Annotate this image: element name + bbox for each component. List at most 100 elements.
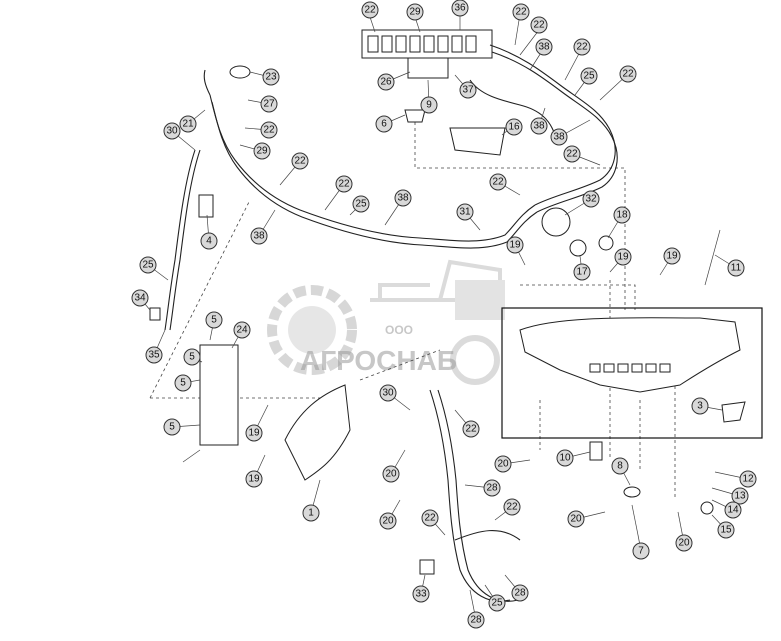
callout-bubble: [163, 122, 181, 140]
callout-label: 38: [538, 42, 550, 53]
callout-9: 9: [420, 96, 438, 114]
callout-label: 18: [616, 210, 628, 221]
callout-label: 25: [355, 199, 367, 210]
callout-20: 20: [675, 534, 693, 552]
callout-label: 3: [697, 401, 703, 412]
callout-22: 22: [573, 38, 591, 56]
callout-bubble: [511, 584, 529, 602]
callout-label: 28: [514, 588, 526, 599]
callout-12: 12: [739, 470, 757, 488]
callout-label: 30: [382, 388, 394, 399]
callout-bubble: [253, 142, 271, 160]
callout-22: 22: [260, 121, 278, 139]
callout-bubble: [163, 418, 181, 436]
wiring-harness: [164, 44, 618, 602]
callout-label: 28: [470, 615, 482, 626]
callout-label: 21: [182, 119, 194, 130]
callout-36: 36: [451, 0, 469, 17]
callout-bubble: [467, 611, 485, 629]
callout-28: 28: [467, 611, 485, 629]
callout-19: 19: [614, 248, 632, 266]
callout-label: 20: [385, 469, 397, 480]
callout-bubble: [632, 542, 650, 560]
callout-label: 12: [742, 474, 754, 485]
callout-bubble: [727, 259, 745, 277]
callout-label: 22: [364, 5, 376, 16]
callout-bubble: [691, 397, 709, 415]
callout-20: 20: [567, 510, 585, 528]
connector-32: [541, 207, 571, 237]
callout-38: 38: [394, 189, 412, 207]
callout-25: 25: [139, 256, 157, 274]
callout-bubble: [611, 457, 629, 475]
callout-bubble: [503, 498, 521, 516]
callout-label: 27: [263, 99, 275, 110]
callout-11: 11: [727, 259, 745, 277]
callout-bubble: [233, 321, 251, 339]
callout-19: 19: [506, 236, 524, 254]
callout-5: 5: [183, 348, 201, 366]
callout-bubble: [420, 96, 438, 114]
callout-20: 20: [379, 512, 397, 530]
callout-label: 36: [454, 3, 466, 14]
callout-label: 22: [576, 42, 588, 53]
callout-bubble: [530, 16, 548, 34]
control-panel-housing: [519, 317, 741, 393]
relay-bar: [361, 29, 493, 79]
callout-label: 15: [720, 525, 732, 536]
callout-label: 22: [533, 20, 545, 31]
callout-label: 25: [142, 260, 154, 271]
callout-bubble: [205, 311, 223, 329]
callout-bubble: [394, 189, 412, 207]
callout-bubble: [262, 68, 280, 86]
callout-14: 14: [724, 501, 742, 519]
callout-bubble: [563, 145, 581, 163]
callout-bubble: [573, 38, 591, 56]
callout-bubble: [375, 115, 393, 133]
callout-label: 7: [638, 546, 644, 557]
callout-label: 23: [265, 72, 277, 83]
callout-label: 5: [211, 315, 217, 326]
callout-22: 22: [619, 65, 637, 83]
callout-label: 5: [169, 422, 175, 433]
connector-34: [149, 307, 161, 321]
callout-4: 4: [200, 232, 218, 250]
callout-25: 25: [488, 594, 506, 612]
antenna-11: [704, 229, 721, 286]
callout-bubble: [361, 1, 379, 19]
callout-bubble: [451, 0, 469, 17]
callout-label: 22: [492, 177, 504, 188]
fuse-box-24: [199, 344, 239, 446]
callout-bubble: [131, 289, 149, 307]
callout-37: 37: [459, 81, 477, 99]
callout-bubble: [505, 118, 523, 136]
sensor-6: [404, 109, 426, 123]
watermark-brand-text: АГРОСНАБ: [300, 345, 457, 376]
callout-22: 22: [512, 3, 530, 21]
callout-label: 22: [515, 7, 527, 18]
callout-28: 28: [483, 479, 501, 497]
callout-bubble: [145, 346, 163, 364]
callout-22: 22: [489, 173, 507, 191]
callout-18: 18: [613, 206, 631, 224]
cover-1: [284, 384, 351, 481]
callout-10: 10: [556, 449, 574, 467]
callout-27: 27: [260, 95, 278, 113]
callout-20: 20: [494, 455, 512, 473]
callout-22: 22: [361, 1, 379, 19]
callout-bubble: [260, 95, 278, 113]
callout-label: 20: [570, 514, 582, 525]
callout-bubble: [302, 504, 320, 522]
callout-bubble: [580, 67, 598, 85]
callout-bubble: [724, 501, 742, 519]
callout-bubble: [462, 420, 480, 438]
callout-bubble: [530, 117, 548, 135]
callout-19: 19: [663, 247, 681, 265]
callout-38: 38: [250, 227, 268, 245]
callout-label: 22: [294, 156, 306, 167]
callout-bubble: [717, 521, 735, 539]
callout-label: 22: [465, 424, 477, 435]
callout-31: 31: [456, 203, 474, 221]
callout-label: 5: [180, 378, 186, 389]
